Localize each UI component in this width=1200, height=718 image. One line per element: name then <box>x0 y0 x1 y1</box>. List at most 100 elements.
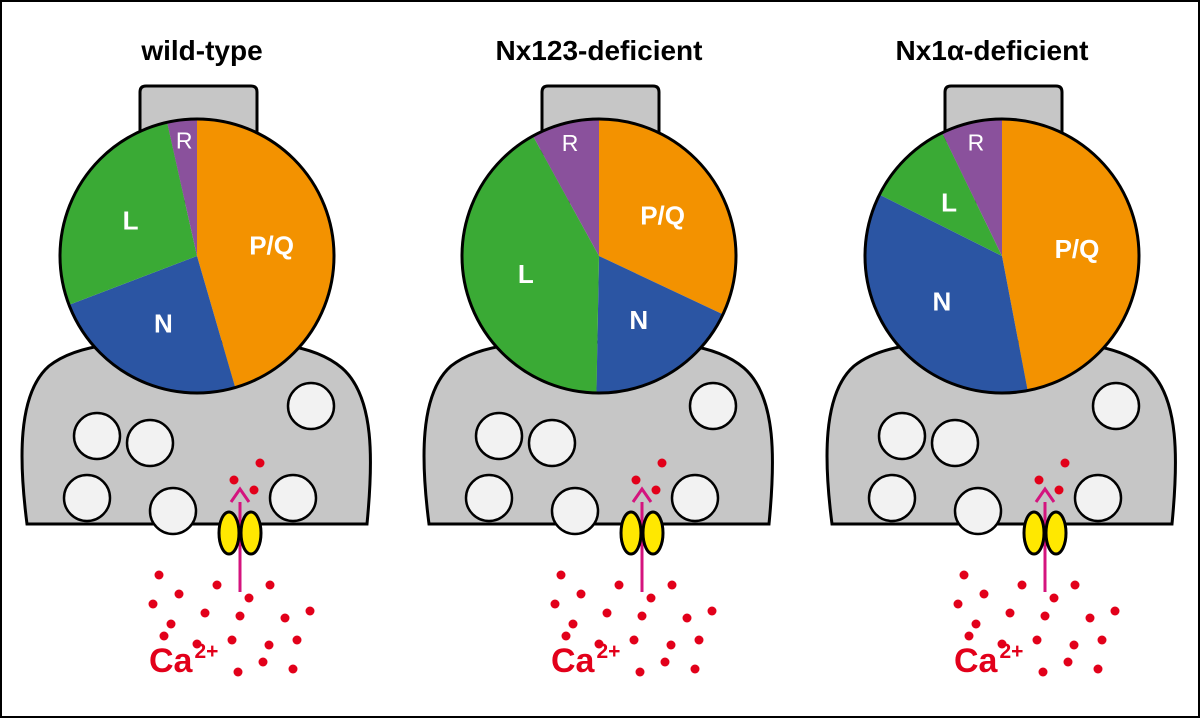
calcium-ion-dot <box>1093 664 1103 674</box>
pie-slice-pq <box>197 119 334 388</box>
synaptic-vesicle <box>286 381 336 431</box>
calcium-ion-dot <box>556 570 566 580</box>
pie-slice-r <box>167 119 197 256</box>
calcium-ion-dot <box>561 631 571 641</box>
calcium-ion-dot <box>265 580 275 590</box>
calcium-ion-dot <box>635 667 645 677</box>
calcium-ion-dot <box>227 635 237 645</box>
synaptic-vesicle <box>125 418 175 468</box>
calcium-ion-dot <box>1032 635 1042 645</box>
calcium-ion-dot <box>594 639 604 649</box>
pie-label-n: N <box>154 309 173 339</box>
synaptic-vesicle <box>688 381 738 431</box>
calcium-ion-dot <box>602 608 612 618</box>
calcium-channel-right <box>1044 510 1068 556</box>
calcium-ion-dot <box>614 580 624 590</box>
pie-label-pq: P/Q <box>1055 234 1100 264</box>
calcium-ion-dot <box>1110 606 1120 616</box>
pie-label-r: R <box>562 130 579 156</box>
calcium-ion-dot <box>1069 640 1079 650</box>
calcium-ion-dot <box>959 570 969 580</box>
calcium-ion-dot <box>997 639 1007 649</box>
panel-title: Nx123-deficient <box>496 35 703 66</box>
calcium-ion-dot <box>660 657 670 667</box>
ion-label-superscript: 2+ <box>596 640 620 663</box>
synaptic-vesicle <box>930 418 980 468</box>
calcium-ion-dot <box>235 611 245 621</box>
calcium-ion-dot <box>255 458 265 468</box>
ion-label: Ca2+ <box>551 640 620 680</box>
calcium-channel-left <box>1022 510 1046 556</box>
calcium-ion-dot <box>1017 580 1027 590</box>
calcium-ion-dot <box>192 639 202 649</box>
calcium-channel-left <box>619 510 643 556</box>
pie-slice-l <box>879 132 1002 256</box>
calcium-ion-dot <box>264 640 274 650</box>
calcium-ion-dot <box>629 635 639 645</box>
calcium-ion-dot <box>631 475 641 485</box>
calcium-ion-dot <box>1040 611 1050 621</box>
influx-arrow-head <box>631 486 653 503</box>
calcium-ion-dot <box>576 589 586 599</box>
calcium-ion-dot <box>690 664 700 674</box>
ion-label-superscript: 2+ <box>194 640 218 663</box>
calcium-ion-dot <box>159 631 169 641</box>
pie-slice-l <box>60 122 197 305</box>
calcium-ion-dot <box>166 619 176 629</box>
synaptic-vesicle <box>148 486 198 536</box>
pie-slice-n <box>596 256 723 394</box>
synaptic-vesicle <box>550 486 600 536</box>
synaptic-vesicle <box>670 473 720 523</box>
pie-outline <box>58 117 336 395</box>
pie-outline <box>460 117 738 395</box>
ion-label-base: Ca <box>149 642 194 680</box>
ion-label-superscript: 2+ <box>999 640 1023 663</box>
calcium-ion-dot <box>666 640 676 650</box>
synaptic-vesicle <box>474 411 524 461</box>
calcium-ion-dot <box>657 458 667 468</box>
calcium-ion-dot <box>288 664 298 674</box>
calcium-ion-dot <box>550 599 560 609</box>
pie-slice-l <box>461 135 599 393</box>
synaptic-vesicle <box>953 486 1003 536</box>
calcium-ion-dot <box>258 657 268 667</box>
panel-title: wild-type <box>140 35 262 66</box>
calcium-ion-dot <box>1060 458 1070 468</box>
calcium-ion-dot <box>280 613 290 623</box>
pie-label-n: N <box>629 305 648 335</box>
pie-label-l: L <box>123 205 139 235</box>
ion-label-base: Ca <box>551 642 596 680</box>
calcium-ion-dot <box>1038 667 1048 677</box>
synaptic-vesicle <box>1091 381 1141 431</box>
calcium-ion-dot <box>1005 608 1015 618</box>
synaptic-vesicle <box>877 411 927 461</box>
calcium-ion-dot <box>1034 475 1044 485</box>
pie-label-l: L <box>518 259 534 289</box>
synaptic-vesicle <box>62 473 112 523</box>
pie-label-n: N <box>933 286 952 316</box>
calcium-channel-right <box>641 510 665 556</box>
calcium-ion-dot <box>651 485 661 495</box>
calcium-ion-dot <box>964 631 974 641</box>
synaptic-vesicle <box>1073 473 1123 523</box>
calcium-ion-dot <box>212 580 222 590</box>
synaptic-vesicle <box>867 473 917 523</box>
calcium-ion-dot <box>568 619 578 629</box>
synaptic-vesicle <box>268 473 318 523</box>
calcium-ion-dot <box>953 599 963 609</box>
calcium-ion-dot <box>1070 580 1080 590</box>
calcium-ion-dot <box>667 580 677 590</box>
pie-outline <box>863 117 1141 395</box>
pie-slice-n <box>864 194 1028 393</box>
pie-label-pq: P/Q <box>640 201 685 231</box>
ion-label: Ca2+ <box>149 640 218 680</box>
ion-label-base: Ca <box>954 642 999 680</box>
calcium-ion-dot <box>174 589 184 599</box>
calcium-ion-dot <box>646 593 656 603</box>
calcium-ion-dot <box>154 570 164 580</box>
